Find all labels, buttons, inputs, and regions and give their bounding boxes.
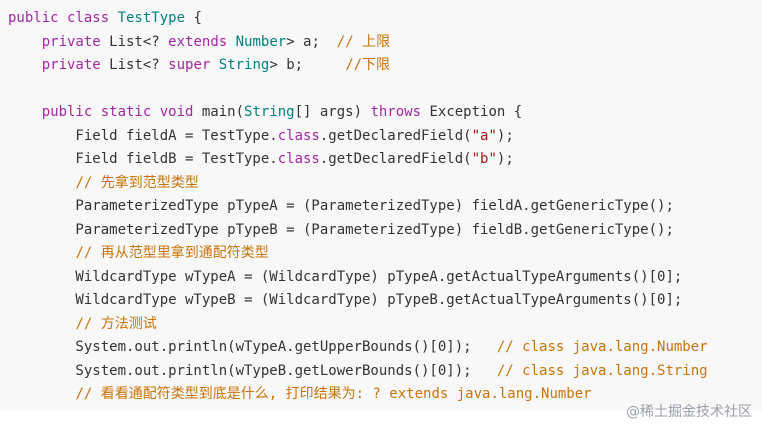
code-token: > a; — [286, 33, 337, 50]
code-line: // 再从范型里拿到通配符类型 — [8, 242, 708, 266]
code-token: Number — [235, 33, 287, 50]
code-token: "b" — [471, 151, 497, 167]
code-token: //下限 — [345, 57, 391, 73]
code-token: Field fieldB = TestType. — [8, 151, 278, 167]
code-token: ); — [496, 127, 514, 144]
code-token: WildcardType wTypeB = (WildcardType) pTy… — [8, 292, 683, 308]
code-token: String — [218, 57, 270, 73]
code-line: // 看看通配符类型到底是什么, 打印结果为: ? extends java.l… — [8, 383, 708, 407]
code-token — [227, 34, 235, 50]
code-line: System.out.println(wTypeA.getUpperBounds… — [8, 336, 708, 360]
code-token: System.out.println(wTypeB.getLowerBounds… — [8, 362, 497, 379]
code-token: Field fieldA = TestType. — [8, 127, 278, 144]
code-token — [8, 175, 75, 191]
code-token — [8, 34, 42, 50]
code-token: // 再从范型里拿到通配符类型 — [75, 245, 269, 261]
code-token: ParameterizedType pTypeA = (Parameterize… — [8, 198, 674, 214]
code-line: public class TestType { — [8, 7, 708, 31]
code-token: class — [277, 127, 320, 144]
code-token: ParameterizedType pTypeB = (Parameterize… — [8, 221, 674, 238]
code-token: { — [185, 10, 202, 26]
code-token — [8, 245, 75, 261]
code-line: ParameterizedType pTypeB = (Parameterize… — [8, 219, 708, 243]
code-token: private — [41, 57, 101, 73]
code-line: private List<? super String> b; //下限 — [8, 54, 708, 78]
code-token: TestType — [117, 10, 186, 26]
code-token: "a" — [471, 127, 497, 144]
code-token: public class — [8, 10, 118, 26]
watermark: @稀土掘金技术社区 — [626, 404, 752, 420]
code-token — [210, 57, 218, 73]
code-token — [8, 386, 75, 402]
code-token: .getDeclaredField( — [319, 151, 472, 167]
code-line: WildcardType wTypeA = (WildcardType) pTy… — [8, 266, 708, 290]
code-token: String — [244, 104, 295, 120]
code-token: .getDeclaredField( — [319, 127, 472, 144]
code-token: // class java.lang.String — [496, 362, 708, 379]
code-token — [8, 316, 75, 332]
code-line: // 先拿到范型类型 — [8, 172, 708, 196]
code-token: public static void — [41, 104, 194, 120]
code-token: super — [168, 57, 211, 73]
code-token: // 看看通配符类型到底是什么, 打印结果为: ? extends java.l… — [75, 386, 592, 402]
code-token: main( — [193, 104, 245, 120]
code-line: private List<? extends Number> a; // 上限 — [8, 31, 708, 55]
code-line: Field fieldB = TestType.class.getDeclare… — [8, 148, 708, 172]
code-token: class — [277, 151, 320, 167]
code-token: // 先拿到范型类型 — [75, 174, 199, 191]
code-token: // 上限 — [336, 33, 391, 50]
code-line — [8, 78, 708, 102]
code-token: ); — [496, 151, 514, 167]
code-token: [] args) — [294, 104, 371, 120]
code-editor[interactable]: public class TestType { private List<? e… — [0, 0, 762, 410]
code-token: List<? — [100, 57, 169, 73]
code-token: extends — [168, 33, 228, 50]
code-token — [8, 104, 42, 120]
code-token: > b; — [269, 57, 346, 73]
code-line: // 方法测试 — [8, 313, 708, 337]
code-token: List<? — [100, 33, 169, 50]
code-token: // class java.lang.Number — [496, 339, 708, 355]
code-token: WildcardType wTypeA = (WildcardType) pTy… — [8, 268, 683, 285]
code-token: throws — [370, 104, 422, 120]
code-token: Exception { — [421, 104, 523, 120]
code-token: System.out.println(wTypeA.getUpperBounds… — [8, 339, 497, 355]
code-line: System.out.println(wTypeB.getLowerBounds… — [8, 360, 708, 384]
code-line: WildcardType wTypeB = (WildcardType) pTy… — [8, 289, 708, 313]
code-block[interactable]: public class TestType { private List<? e… — [8, 7, 708, 407]
code-token: private — [41, 33, 101, 50]
code-line: ParameterizedType pTypeA = (Parameterize… — [8, 195, 708, 219]
code-line: Field fieldA = TestType.class.getDeclare… — [8, 125, 708, 149]
code-line: public static void main(String[] args) t… — [8, 101, 708, 125]
code-token — [8, 57, 42, 73]
code-token: // 方法测试 — [75, 315, 157, 332]
